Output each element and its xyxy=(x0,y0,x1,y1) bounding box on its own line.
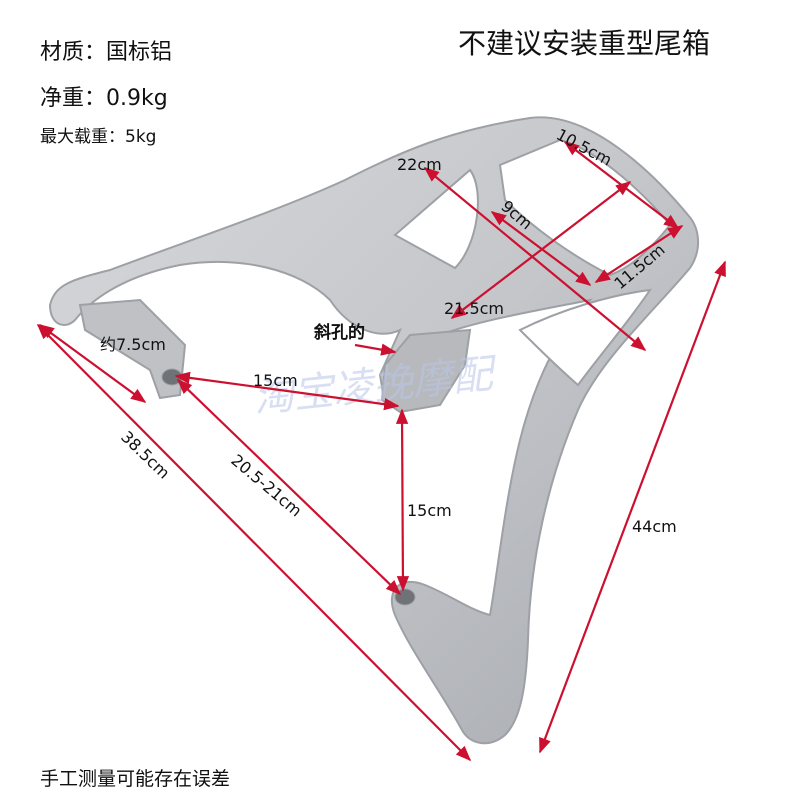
spec-max-load: 最大载重：5kg xyxy=(40,127,157,147)
spec-net-weight: 净重：0.9kg xyxy=(40,86,168,111)
dim-label-hole-horizontal: 15cm xyxy=(253,371,298,390)
hole-note-arrow xyxy=(354,343,397,356)
hole-note-label: 斜孔的 xyxy=(313,322,365,343)
dim-line-right-overall xyxy=(538,260,727,754)
dim-line-left-overall xyxy=(36,323,472,762)
dim-label-diag-center: 21.5cm xyxy=(444,299,504,318)
dim-label-hole-vertical: 15cm xyxy=(407,501,452,520)
dim-line-diag-center xyxy=(450,181,632,319)
rack-body xyxy=(48,116,699,745)
dim-label-hole-diagonal: 20.5-21cm xyxy=(227,451,305,521)
warning-heading: 不建议安装重型尾箱 xyxy=(458,27,711,60)
dim-label-left-overall: 38.5cm xyxy=(117,427,173,482)
dim-label-right-overall: 44cm xyxy=(632,517,677,536)
dim-line-hole-vertical xyxy=(395,408,410,592)
footer-note: 手工测量可能存在误差 xyxy=(40,768,231,790)
dim-label-top-long: 22cm xyxy=(397,155,442,174)
dimension-lines xyxy=(36,141,727,762)
dim-label-left-tab: 约7.5cm xyxy=(100,335,166,354)
spec-material: 材质：国标铝 xyxy=(40,40,173,65)
